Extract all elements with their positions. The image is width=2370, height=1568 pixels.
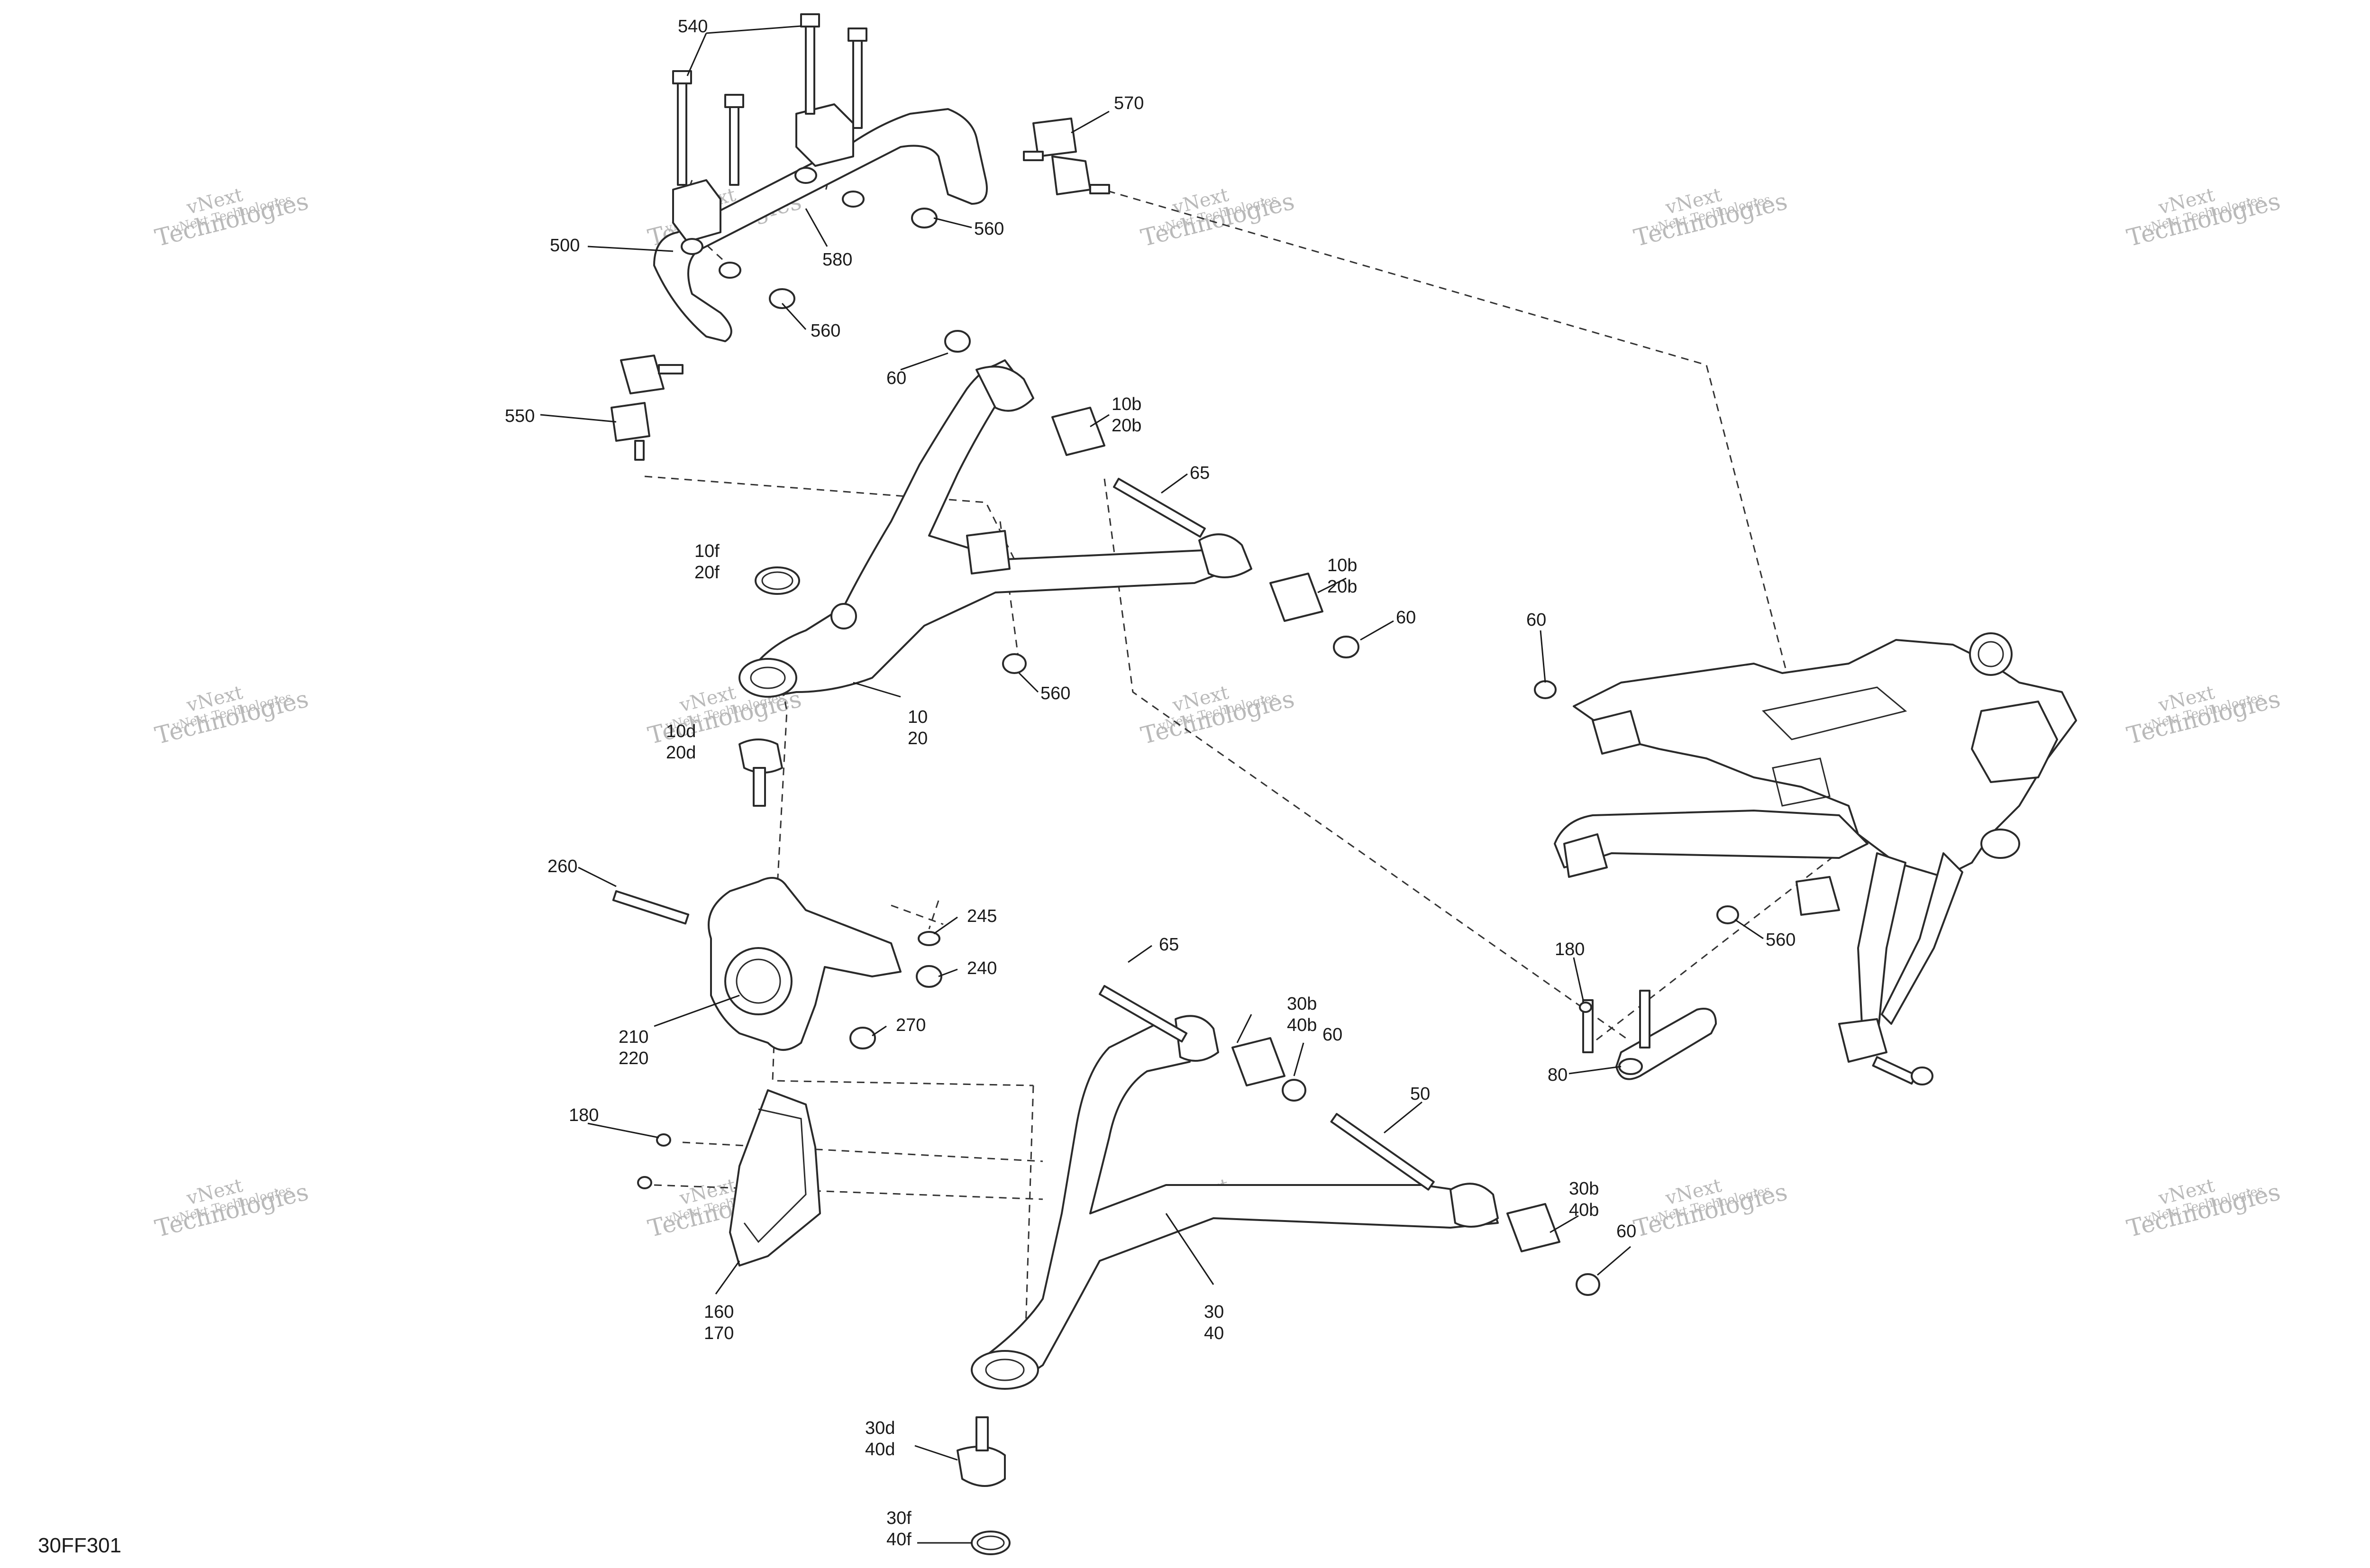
callout-580: 580: [822, 250, 852, 270]
callout-10f: 10f: [694, 541, 720, 561]
callout-30b: 30b: [1287, 994, 1317, 1014]
callout-270: 270: [896, 1015, 926, 1035]
callout-10: 10: [908, 707, 928, 727]
callout-20d: 20d: [666, 743, 696, 763]
bracket-80: [1579, 990, 1717, 1080]
callout-245: 245: [967, 906, 997, 926]
watermark: vNext Technologies vNext Technologies: [1631, 1175, 1790, 1242]
watermark: vNext Technologies vNext Technologies: [152, 184, 311, 252]
callout-170: 170: [704, 1323, 734, 1343]
callout-40: 40: [1204, 1323, 1224, 1343]
callout-550: 550: [505, 406, 535, 426]
callout-560: 560: [974, 219, 1004, 239]
callout-30f: 30f: [886, 1508, 912, 1528]
callout-570: 570: [1114, 93, 1144, 113]
callout-50: 50: [1410, 1084, 1430, 1104]
callout-40d: 40d: [865, 1440, 895, 1459]
callout-30: 30: [1204, 1302, 1224, 1322]
callout-560: 560: [1040, 684, 1070, 703]
callout-65: 65: [1159, 935, 1179, 955]
callout-10d: 10d: [666, 721, 696, 741]
callout-30d: 30d: [865, 1418, 895, 1438]
stabilizer-bar-assembly: [611, 13, 1110, 461]
callout-labels: 540 570 500 580 560 560 550 60 10b 20b 6…: [505, 17, 1796, 1550]
callout-60: 60: [1526, 610, 1546, 630]
callout-40b: 40b: [1287, 1015, 1317, 1035]
callout-500: 500: [550, 236, 580, 255]
splash-guard: [637, 1089, 821, 1267]
watermark: vNext Technologies vNext Technologies: [2124, 184, 2283, 252]
watermark: vNext Technologies vNext Technologies: [1138, 184, 1297, 252]
watermark: vNext Technologies vNext Technologies: [152, 682, 311, 749]
callout-10b: 10b: [1112, 394, 1141, 414]
watermark: vNext Technologies vNext Technologies: [152, 1175, 311, 1242]
callout-60: 60: [886, 368, 906, 388]
assembled-suspension-view: [1534, 632, 2077, 1085]
leader-lines: [540, 25, 1764, 1544]
watermark: vNext Technologies vNext Technologies: [2124, 682, 2283, 749]
figure-id: 30FF301: [38, 1534, 121, 1557]
callout-160: 160: [704, 1302, 734, 1322]
callout-30b: 30b: [1569, 1179, 1599, 1199]
watermark: vNext Technologies vNext Technologies: [1631, 184, 1790, 252]
watermark: vNext Technologies vNext Technologies: [2124, 1175, 2283, 1242]
callout-180: 180: [1555, 939, 1585, 959]
upper-a-arm: [738, 359, 1252, 698]
callout-20b: 20b: [1112, 416, 1141, 436]
callout-560: 560: [811, 321, 840, 341]
callout-40f: 40f: [886, 1530, 912, 1550]
callout-180: 180: [569, 1105, 599, 1125]
callout-260: 260: [547, 857, 577, 876]
callout-10b: 10b: [1327, 556, 1357, 575]
callout-65: 65: [1190, 463, 1210, 483]
lower-arm-hardware: [957, 985, 1600, 1555]
steering-knuckle: [612, 877, 942, 1051]
callout-40b: 40b: [1569, 1200, 1599, 1220]
callout-540: 540: [678, 17, 708, 36]
callout-60: 60: [1322, 1025, 1342, 1045]
watermark: vNext Technologies vNext Technologies: [1138, 682, 1297, 749]
callout-220: 220: [619, 1048, 648, 1068]
callout-80: 80: [1548, 1065, 1568, 1085]
callout-560: 560: [1766, 930, 1796, 950]
callout-20b: 20b: [1327, 577, 1357, 597]
callout-60: 60: [1616, 1222, 1636, 1241]
callout-210: 210: [619, 1027, 648, 1047]
lower-a-arm: [971, 1015, 1499, 1390]
callout-240: 240: [967, 958, 997, 978]
upper-arm-hardware: [738, 330, 1359, 807]
callout-20f: 20f: [694, 563, 720, 583]
callout-20: 20: [908, 729, 928, 748]
callout-60: 60: [1396, 608, 1416, 628]
